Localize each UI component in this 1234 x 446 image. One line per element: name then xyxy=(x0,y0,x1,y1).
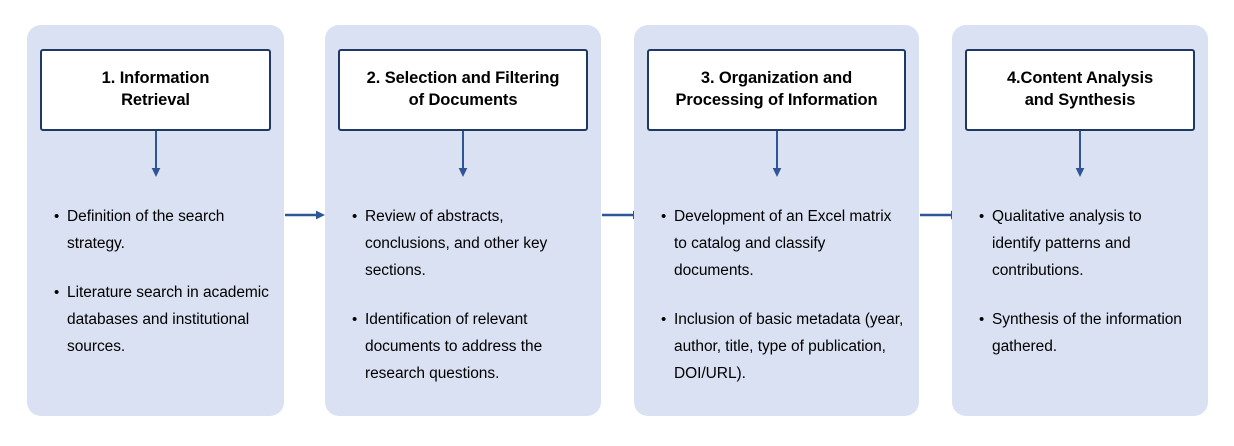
bullet-text: Qualitative analysis to identify pattern… xyxy=(992,208,1142,279)
bullet-dot-icon: • xyxy=(54,208,60,225)
bullet-dot-icon: • xyxy=(352,208,358,225)
bullet-text: Literature search in academic databases … xyxy=(67,284,269,355)
stage-title-line: 2. Selection and Filtering xyxy=(366,69,560,88)
bullet-dot-icon: • xyxy=(979,208,985,225)
stage-panel-3: 3. Organization and Processing of Inform… xyxy=(634,25,919,416)
bullet-dot-icon: • xyxy=(661,208,667,225)
stage-header-box-3: 3. Organization and Processing of Inform… xyxy=(647,49,906,131)
down-arrow-icon-3 xyxy=(772,131,781,177)
list-item: • Development of an Excel matrix to cata… xyxy=(660,203,905,284)
bullet-dot-icon: • xyxy=(979,311,985,328)
list-item: • Definition of the search strategy. xyxy=(53,203,270,257)
stage-bullet-list-2: • Review of abstracts, conclusions, and … xyxy=(351,203,587,387)
bullet-dot-icon: • xyxy=(661,311,667,328)
stage-title-3: 3. Organization and Processing of Inform… xyxy=(676,68,878,112)
stage-header-box-4: 4.Content Analysis and Synthesis xyxy=(965,49,1195,131)
bullet-text: Identification of relevant documents to … xyxy=(365,311,543,382)
down-arrow-icon-1 xyxy=(151,131,160,177)
list-item: • Identification of relevant documents t… xyxy=(351,306,587,387)
stage-title-line: 4.Content Analysis xyxy=(1006,69,1154,88)
list-item: • Inclusion of basic metadata (year, aut… xyxy=(660,306,905,387)
stage-header-box-2: 2. Selection and Filtering of Documents xyxy=(338,49,588,131)
list-item: • Review of abstracts, conclusions, and … xyxy=(351,203,587,284)
stage-title-2: 2. Selection and Filtering of Documents xyxy=(367,68,560,112)
list-item: • Literature search in academic database… xyxy=(53,279,270,360)
stage-bullet-list-1: • Definition of the search strategy. • L… xyxy=(53,203,270,360)
stage-header-box-1: 1. Information Retrieval xyxy=(40,49,271,131)
bullet-text: Inclusion of basic metadata (year, autho… xyxy=(674,311,904,382)
stage-title-line: 1. Information xyxy=(101,69,210,88)
stage-title-1: 1. Information Retrieval xyxy=(102,68,210,112)
bullet-dot-icon: • xyxy=(54,284,60,301)
stage-panel-2: 2. Selection and Filtering of Documents … xyxy=(325,25,601,416)
bullet-text: Definition of the search strategy. xyxy=(67,208,225,252)
bullet-text: Review of abstracts, conclusions, and ot… xyxy=(365,208,548,279)
list-item: • Qualitative analysis to identify patte… xyxy=(978,203,1194,284)
bullet-text: Synthesis of the information gathered. xyxy=(992,311,1182,355)
stage-panel-1: 1. Information Retrieval • Definition of… xyxy=(27,25,284,416)
stage-bullet-list-4: • Qualitative analysis to identify patte… xyxy=(978,203,1194,360)
stage-title-line: and Synthesis xyxy=(1024,91,1136,109)
stage-title-line: Retrieval xyxy=(121,91,190,109)
connector-arrow-icon-1-2 xyxy=(285,210,325,220)
stage-title-line: Processing of Information xyxy=(675,91,878,109)
stage-title-line: of Documents xyxy=(408,91,518,109)
stage-panel-4: 4.Content Analysis and Synthesis • Quali… xyxy=(952,25,1208,416)
stage-title-4: 4.Content Analysis and Synthesis xyxy=(1007,68,1153,112)
down-arrow-icon-2 xyxy=(458,131,468,177)
bullet-dot-icon: • xyxy=(352,311,358,328)
list-item: • Synthesis of the information gathered. xyxy=(978,306,1194,360)
down-arrow-icon-4 xyxy=(1075,131,1085,177)
stage-title-line: 3. Organization and xyxy=(700,69,853,88)
stage-bullet-list-3: • Development of an Excel matrix to cata… xyxy=(660,203,905,387)
bullet-text: Development of an Excel matrix to catalo… xyxy=(674,208,892,279)
